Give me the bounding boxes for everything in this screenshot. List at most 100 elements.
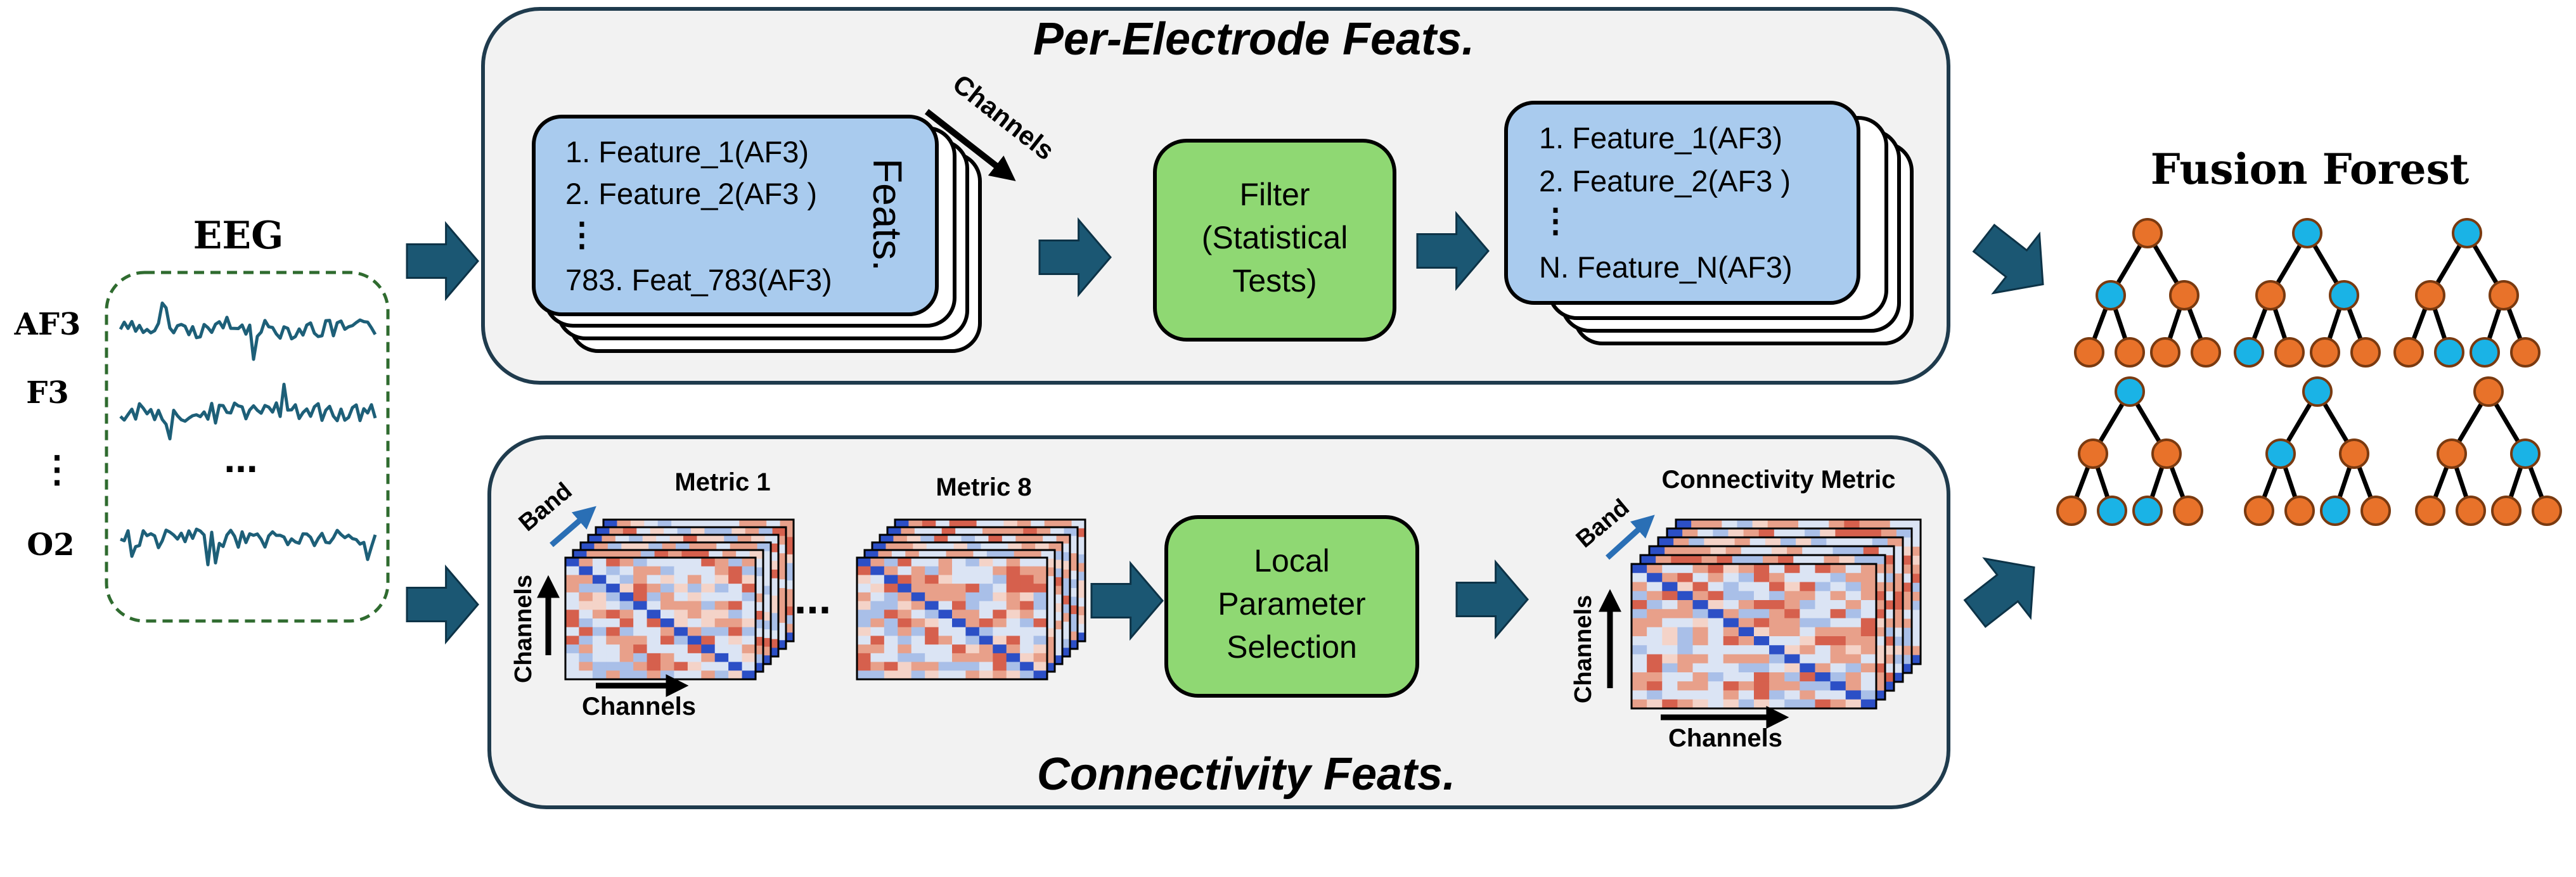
tree-node: [2056, 496, 2087, 526]
tree-node: [2393, 337, 2424, 368]
eeg-waveforms: [119, 301, 377, 567]
selection-line-2: Selection: [1227, 629, 1357, 665]
tree-node: [2489, 280, 2519, 310]
decision-tree-5: [2415, 376, 2562, 526]
metric-8-label: Metric 8: [936, 473, 1031, 501]
tree-node: [2470, 337, 2500, 368]
heatstack-out-layer-0: [1630, 563, 1877, 710]
tree-node: [2255, 280, 2286, 310]
connectivity-title: Connectivity Feats.: [1037, 749, 1455, 800]
tree-node: [2292, 218, 2322, 248]
connectivity-metric-label: Connectivity Metric: [1662, 466, 1896, 494]
channels-horizontal-label-right: Channels: [1668, 724, 1782, 752]
fusion-forest-title: Fusion Forest: [2151, 144, 2470, 194]
tree-node: [2078, 438, 2108, 469]
metric-ellipsis: ...: [794, 573, 831, 623]
input-feature-stack: [532, 115, 982, 353]
flow-arrow-3: [1416, 210, 1490, 291]
eeg-title: EEG: [193, 214, 284, 258]
eeg-channel-label-1: F3: [26, 375, 68, 411]
tree-node: [2132, 496, 2163, 526]
flow-arrow-1: [406, 564, 479, 645]
tree-node: [2132, 218, 2163, 248]
input-feature-line-3: 783. Feat_783(AF3): [565, 263, 832, 297]
tree-node: [2452, 218, 2482, 248]
flow-arrow-5: [1090, 560, 1164, 641]
tree-node: [2096, 280, 2126, 310]
tree-node: [2415, 280, 2445, 310]
tree-node: [2234, 337, 2264, 368]
tree-node: [2302, 376, 2333, 407]
per-electrode-title: Per-Electrode Feats.: [1033, 14, 1474, 65]
decision-tree-1: [2234, 218, 2381, 368]
tree-node: [2151, 438, 2182, 469]
output-feature-line-3: N. Feature_N(AF3): [1539, 250, 1793, 284]
tree-node: [2284, 496, 2315, 526]
tree-node: [2191, 337, 2221, 368]
tree-node: [2434, 337, 2464, 368]
eeg-box: [105, 271, 390, 623]
heatstack-1-layer-0: [564, 556, 757, 681]
eeg-channel-label-2: ⋮: [39, 447, 75, 490]
tree-node: [2074, 337, 2104, 368]
metric-1-heatmap-stack: [564, 518, 795, 681]
flow-arrows: [406, 210, 2044, 645]
tree-node: [2310, 337, 2340, 368]
output-feature-line-2: ⋮: [1539, 203, 1572, 240]
eeg-channel-label-3: O2: [27, 527, 74, 563]
flow-arrow-4: [1972, 223, 2044, 295]
tree-node: [2473, 376, 2504, 407]
filter-box: [1153, 139, 1396, 342]
eeg-wave-0: [119, 301, 377, 361]
input-feature-line-0: 1. Feature_1(AF3): [565, 135, 809, 169]
metric-1-label: Metric 1: [674, 468, 770, 496]
tree-node: [2339, 438, 2369, 469]
tree-node: [2173, 496, 2203, 526]
connectivity-output-heatmap-stack: [1630, 518, 1922, 710]
tree-node: [2350, 337, 2381, 368]
tree-node: [2169, 280, 2199, 310]
eeg-wave-2: [120, 527, 377, 567]
channels-vertical-label-left: Channels: [510, 575, 537, 683]
decision-tree-4: [2244, 376, 2391, 526]
selection-line-0: Local: [1254, 543, 1330, 579]
tree-node: [2320, 496, 2350, 526]
heatstack-8-layer-0: [856, 556, 1048, 681]
tree-node: [2437, 438, 2467, 469]
flow-arrow-6: [1455, 559, 1529, 640]
tree-node: [2360, 496, 2391, 526]
tree-node: [2532, 496, 2562, 526]
tree-node: [2115, 337, 2145, 368]
output-feature-line-0: 1. Feature_1(AF3): [1539, 121, 1782, 155]
channels-vertical-label-right: Channels: [1570, 595, 1597, 703]
input-feature-line-2: ⋮: [565, 217, 598, 253]
decision-tree-3: [2056, 376, 2203, 526]
tree-node: [2150, 337, 2180, 368]
flow-arrow-0: [406, 221, 479, 302]
decision-tree-2: [2393, 218, 2541, 368]
tree-node: [2415, 496, 2445, 526]
fusion-forest-trees: [2056, 218, 2562, 526]
tree-node: [2329, 280, 2359, 310]
selection-line-1: Parameter: [1218, 586, 1365, 622]
tree-node: [2274, 337, 2305, 368]
flow-arrow-2: [1038, 217, 1112, 298]
tree-node: [2510, 337, 2541, 368]
output-feature-stack: [1504, 101, 1914, 345]
metric-8-heatmap-stack: [856, 518, 1086, 681]
eeg-ellipsis: ...: [224, 435, 257, 481]
tree-node: [2265, 438, 2296, 469]
input-feats-side-label: Feats.: [865, 158, 910, 271]
filter-line-2: Tests): [1232, 263, 1317, 298]
output-feature-line-1: 2. Feature_2(AF3 ): [1539, 164, 1791, 198]
band-arrow-right: [1605, 515, 1655, 560]
filter-line-1: (Statistical: [1202, 220, 1348, 255]
tree-node: [2115, 376, 2145, 407]
filter-line-0: Filter: [1239, 177, 1310, 212]
tree-node: [2097, 496, 2127, 526]
eeg-channel-label-0: AF3: [14, 307, 81, 342]
eeg-wave-1: [119, 383, 377, 440]
tree-node: [2510, 438, 2541, 469]
tree-node: [2244, 496, 2274, 526]
